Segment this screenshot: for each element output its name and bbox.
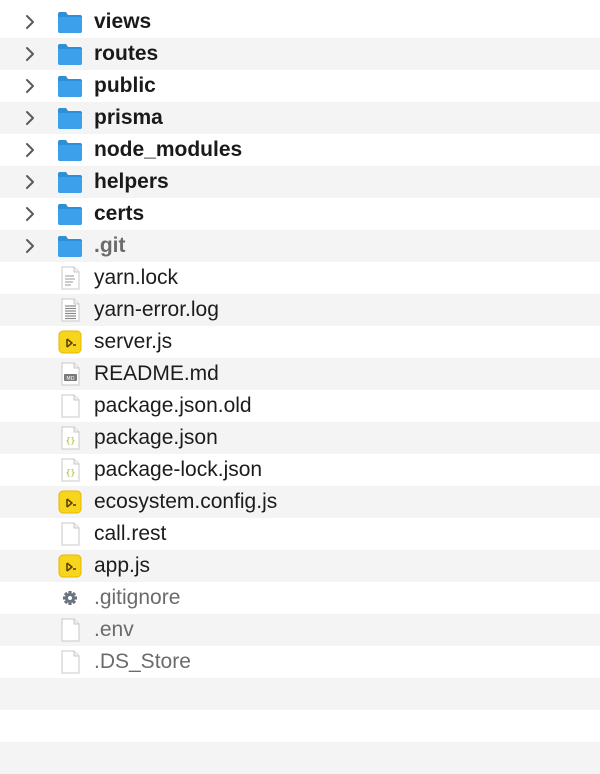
svg-text:{}: {} [66,468,76,477]
file-row[interactable]: app.js [0,550,600,582]
disclosure-chevron-icon[interactable] [22,14,38,30]
disclosure-chevron-icon[interactable] [22,46,38,62]
javascript-file-icon [57,330,83,354]
file-row[interactable]: ecosystem.config.js [0,486,600,518]
item-name: ecosystem.config.js [94,490,278,513]
item-name: prisma [94,106,163,129]
text-file-icon [57,266,83,290]
item-name: package-lock.json [94,458,263,481]
javascript-file-icon [57,554,83,578]
disclosure-chevron-icon[interactable] [22,142,38,158]
disclosure-chevron-icon[interactable] [22,110,38,126]
item-name: server.js [94,330,173,353]
item-name: views [94,10,152,33]
file-row[interactable]: .DS_Store [0,646,600,678]
settings-file-icon [57,586,83,610]
disclosure-chevron-icon[interactable] [22,78,38,94]
item-name: call.rest [94,522,167,545]
folder-row[interactable]: views [0,6,600,38]
folder-icon [57,234,83,258]
item-name: .git [94,234,126,257]
file-row[interactable]: server.js [0,326,600,358]
item-name: README.md [94,362,219,385]
document-icon [57,522,83,546]
item-name: yarn.lock [94,266,179,289]
document-icon [57,650,83,674]
markdown-file-icon: MD [57,362,83,386]
svg-text:MD: MD [66,376,74,382]
item-name: routes [94,42,159,65]
file-row[interactable]: .env [0,614,600,646]
item-name: app.js [94,554,151,577]
empty-row [0,742,600,774]
item-name: package.json.old [94,394,252,417]
folder-icon [57,138,83,162]
disclosure-chevron-icon[interactable] [22,238,38,254]
item-name: .env [94,618,134,641]
folder-row[interactable]: routes [0,38,600,70]
folder-icon [57,74,83,98]
file-row[interactable]: .gitignore [0,582,600,614]
json-file-icon: {} [57,426,83,450]
empty-row [0,710,600,742]
folder-row[interactable]: node_modules [0,134,600,166]
item-name: .gitignore [94,586,181,609]
log-file-icon [57,298,83,322]
javascript-file-icon [57,490,83,514]
json-file-icon: {} [57,458,83,482]
folder-icon [57,170,83,194]
file-row[interactable]: package.json.old [0,390,600,422]
file-row[interactable]: MD README.md [0,358,600,390]
folder-row[interactable]: helpers [0,166,600,198]
item-name: package.json [94,426,218,449]
svg-text:{}: {} [66,436,76,445]
file-row[interactable]: {} package.json [0,422,600,454]
folder-row[interactable]: prisma [0,102,600,134]
item-name: certs [94,202,145,225]
file-row[interactable]: yarn.lock [0,262,600,294]
item-name: helpers [94,170,169,193]
item-name: .DS_Store [94,650,191,673]
item-name: yarn-error.log [94,298,219,321]
item-name: public [94,74,156,97]
file-row[interactable]: yarn-error.log [0,294,600,326]
folder-icon [57,202,83,226]
document-icon [57,618,83,642]
empty-row [0,678,600,710]
file-row[interactable]: {} package-lock.json [0,454,600,486]
folder-icon [57,106,83,130]
file-row[interactable]: call.rest [0,518,600,550]
folder-row[interactable]: .git [0,230,600,262]
folder-row[interactable]: certs [0,198,600,230]
item-name: node_modules [94,138,243,161]
folder-icon [57,10,83,34]
disclosure-chevron-icon[interactable] [22,174,38,190]
folder-icon [57,42,83,66]
document-icon [57,394,83,418]
folder-row[interactable]: public [0,70,600,102]
disclosure-chevron-icon[interactable] [22,206,38,222]
